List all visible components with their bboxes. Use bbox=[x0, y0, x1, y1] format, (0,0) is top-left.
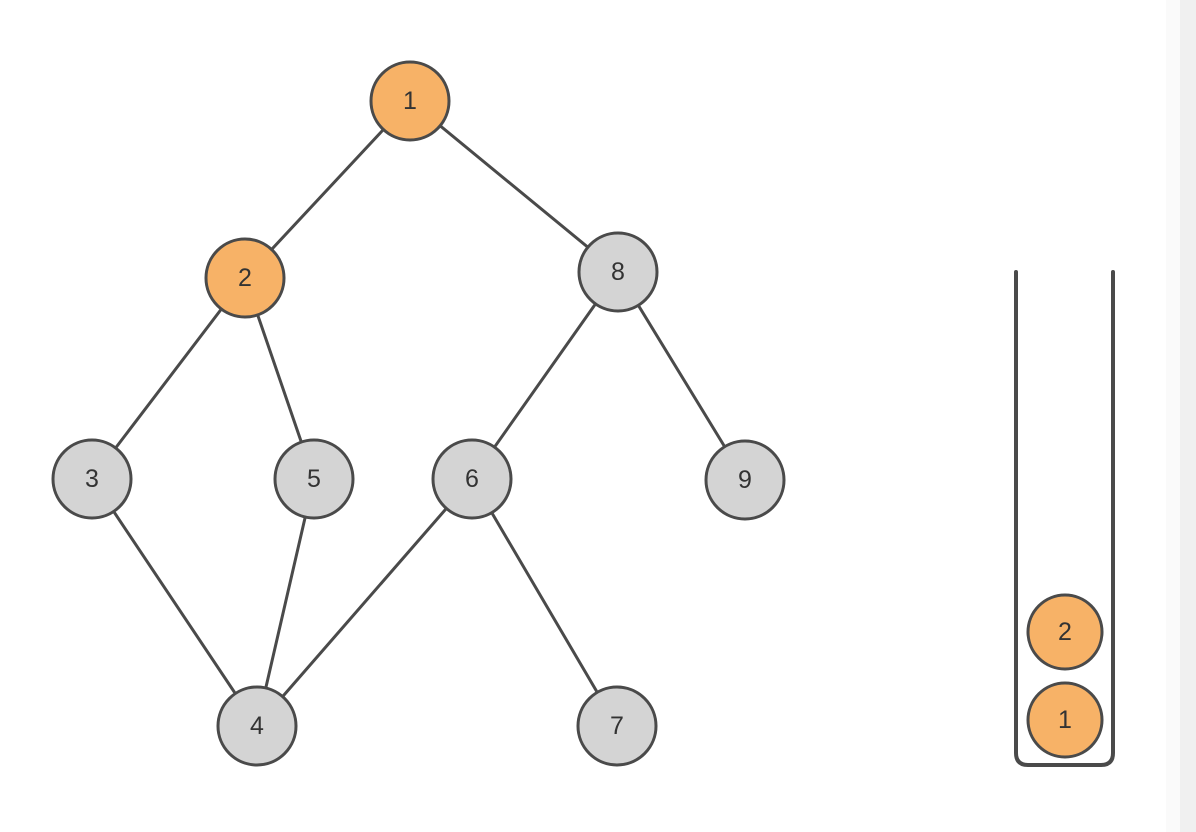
graph-edge-6-7 bbox=[470, 477, 619, 728]
node-circle bbox=[204, 237, 286, 319]
node-circle bbox=[431, 438, 513, 520]
node-label: 2 bbox=[238, 264, 252, 292]
stack-item-circle bbox=[1026, 681, 1104, 759]
graph-node-8[interactable]: 8 bbox=[577, 231, 659, 313]
node-circle bbox=[704, 439, 786, 521]
graph-edge-3-4 bbox=[90, 477, 259, 728]
graph-node-5[interactable]: 5 bbox=[273, 438, 355, 520]
node-label: 9 bbox=[738, 466, 752, 494]
graph-node-2[interactable]: 2 bbox=[204, 237, 286, 319]
graph-edge-8-9 bbox=[616, 270, 747, 482]
node-label: 6 bbox=[465, 465, 479, 493]
stack-container bbox=[1014, 270, 1115, 767]
node-label: 8 bbox=[611, 258, 625, 286]
graph-edge-1-8 bbox=[408, 99, 620, 274]
vertical-scrollbar[interactable] bbox=[1180, 0, 1196, 832]
node-layer: 1 2 3 4 5 6 7 8 9 bbox=[51, 60, 786, 767]
graph-edge-6-4 bbox=[255, 477, 474, 728]
node-circle bbox=[51, 438, 133, 520]
stack-item-1[interactable]: 1 bbox=[1026, 681, 1104, 759]
node-circle bbox=[369, 60, 451, 142]
stack-item-label: 1 bbox=[1058, 706, 1072, 734]
graph-node-9[interactable]: 9 bbox=[704, 439, 786, 521]
node-circle bbox=[216, 685, 298, 767]
graph-node-1[interactable]: 1 bbox=[369, 60, 451, 142]
node-circle bbox=[576, 685, 658, 767]
node-label: 3 bbox=[85, 465, 99, 493]
node-label: 7 bbox=[610, 712, 624, 740]
node-label: 1 bbox=[403, 87, 417, 115]
graph-edge-5-4 bbox=[255, 477, 316, 728]
node-label: 4 bbox=[250, 712, 264, 740]
stack-layer: 21 bbox=[1014, 270, 1115, 767]
stack-item-2[interactable]: 2 bbox=[1026, 593, 1104, 671]
graph-node-3[interactable]: 3 bbox=[51, 438, 133, 520]
edge-layer bbox=[90, 99, 747, 728]
graph-edge-2-3 bbox=[90, 276, 247, 481]
node-circle bbox=[273, 438, 355, 520]
graph-edge-8-6 bbox=[470, 270, 620, 481]
graph-node-4[interactable]: 4 bbox=[216, 685, 298, 767]
stack-item-circle bbox=[1026, 593, 1104, 671]
stack-item-label: 2 bbox=[1058, 618, 1072, 646]
scrollbar-gutter bbox=[1166, 0, 1180, 832]
node-label: 5 bbox=[307, 465, 321, 493]
graph-node-6[interactable]: 6 bbox=[431, 438, 513, 520]
graph-node-7[interactable]: 7 bbox=[576, 685, 658, 767]
node-circle bbox=[577, 231, 659, 313]
